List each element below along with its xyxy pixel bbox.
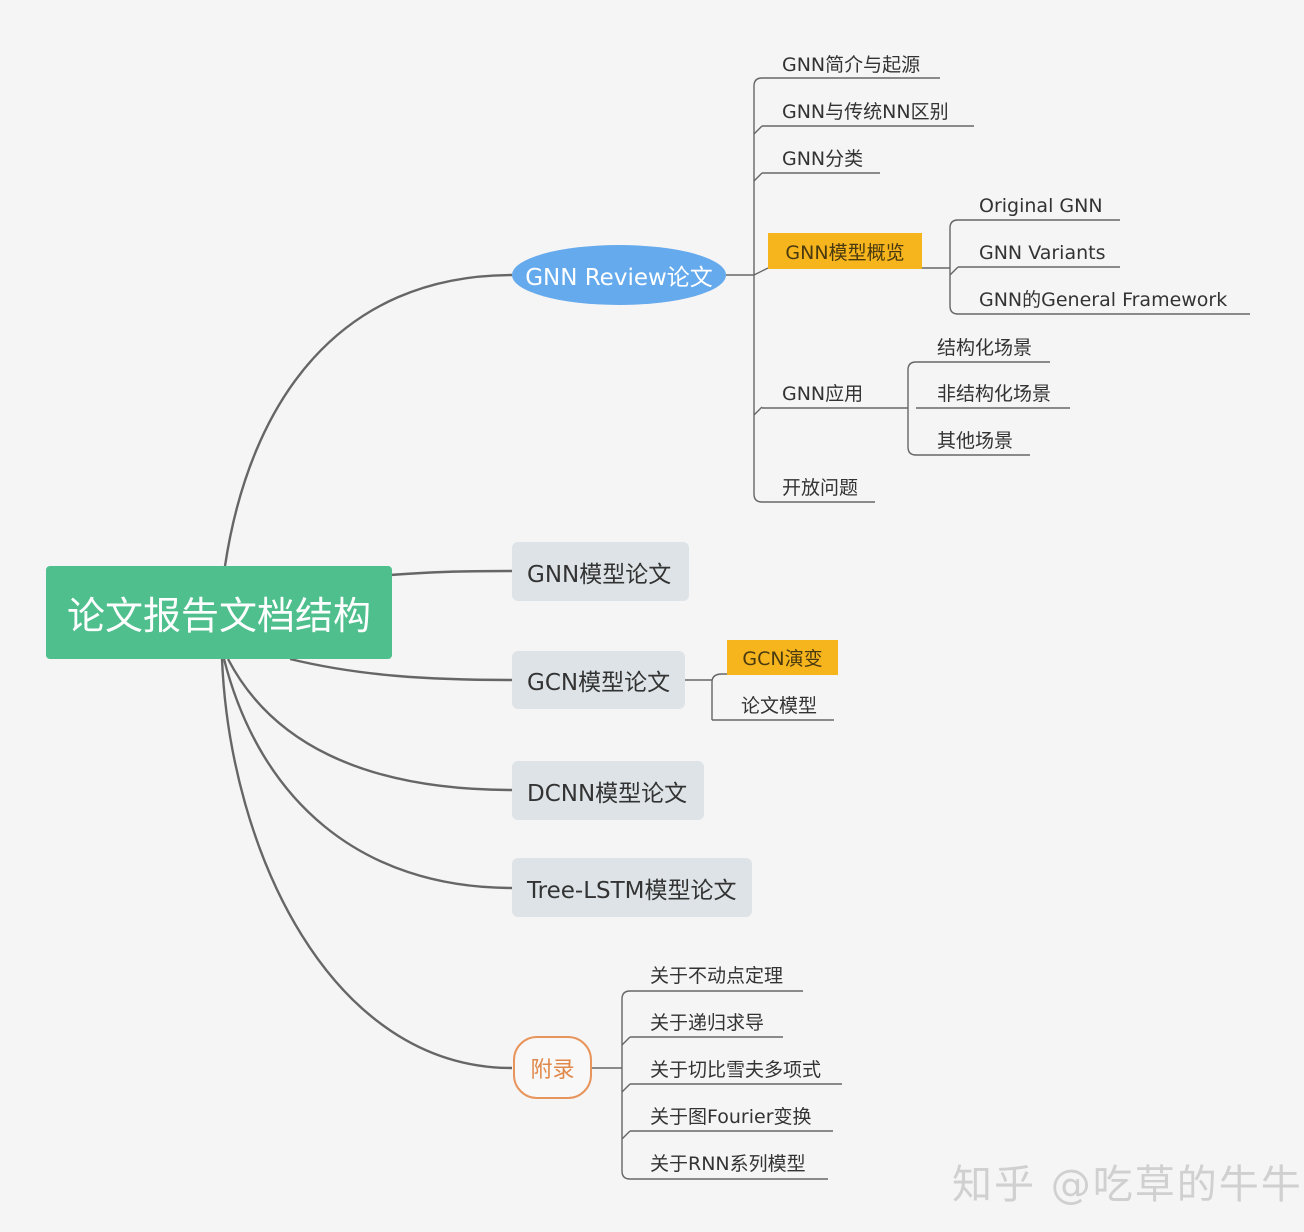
topic-gcn-evolution[interactable]: GCN演变: [727, 640, 838, 675]
topic-recursive-derivative[interactable]: 关于递归求导: [650, 1012, 765, 1034]
topic-treelstm-model-paper[interactable]: Tree-LSTM模型论文: [512, 858, 752, 917]
topic-gnn-review[interactable]: GNN Review论文: [512, 245, 726, 305]
topic-gnn-model-paper[interactable]: GNN模型论文: [512, 542, 689, 601]
topic-gnn-intro[interactable]: GNN简介与起源: [782, 54, 921, 76]
watermark: 知乎 @吃草的牛牛: [952, 1162, 1303, 1208]
topic-structured-scenario[interactable]: 结构化场景: [937, 337, 1033, 359]
topic-gnn-vs-nn[interactable]: GNN与传统NN区别: [782, 101, 949, 123]
topic-fixed-point-theorem[interactable]: 关于不动点定理: [650, 965, 784, 987]
topic-rnn-models[interactable]: 关于RNN系列模型: [650, 1153, 806, 1175]
topic-gnn-variants[interactable]: GNN Variants: [979, 242, 1106, 264]
topic-gnn-classification[interactable]: GNN分类: [782, 148, 864, 170]
topic-appendix[interactable]: 附录: [513, 1036, 592, 1099]
topic-chebyshev-polynomial[interactable]: 关于切比雪夫多项式: [650, 1059, 822, 1081]
topic-open-problems[interactable]: 开放问题: [782, 477, 859, 499]
topic-gnn-general-framework[interactable]: GNN的General Framework: [979, 289, 1228, 311]
topic-other-scenario[interactable]: 其他场景: [937, 430, 1014, 452]
topic-gnn-model-overview[interactable]: GNN模型概览: [768, 233, 922, 269]
topic-gnn-application[interactable]: GNN应用: [782, 383, 864, 405]
topic-gcn-model-paper[interactable]: GCN模型论文: [512, 651, 685, 709]
topic-paper-model[interactable]: 论文模型: [741, 695, 818, 717]
root-topic[interactable]: 论文报告文档结构: [46, 566, 392, 659]
topic-original-gnn[interactable]: Original GNN: [979, 195, 1103, 217]
topic-unstructured-scenario[interactable]: 非结构化场景: [937, 383, 1052, 405]
topic-graph-fourier-transform[interactable]: 关于图Fourier变换: [650, 1106, 812, 1128]
topic-dcnn-model-paper[interactable]: DCNN模型论文: [512, 761, 704, 820]
